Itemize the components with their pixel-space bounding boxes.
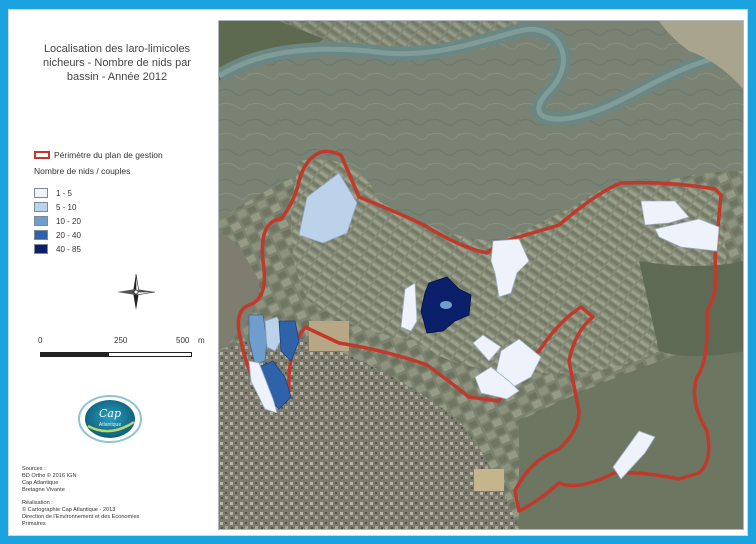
tidal-channel-centre (219, 27, 743, 122)
scale-label-250: 250 (114, 336, 128, 345)
basin-south-1 (472, 334, 502, 362)
credits-heading: Réalisation : (22, 500, 53, 506)
basin-central-north (490, 238, 530, 298)
cap-atlantique-logo: Cap Atlantique (78, 395, 142, 443)
basin-south-east (612, 430, 656, 480)
west-fields (219, 231, 259, 351)
basin-west-1 (248, 314, 268, 366)
nest-count-label: Nombre de nids / couples (34, 166, 131, 176)
legend-class-label-4: 20 - 40 (56, 230, 81, 240)
legend-panel: Localisation des laro-limicoles nicheurs… (18, 20, 214, 528)
basin-west-3 (278, 320, 300, 362)
legend-class-3: 10 - 20 (34, 214, 81, 228)
legend-class-label-2: 5 - 10 (56, 202, 77, 212)
aerial-map[interactable] (218, 20, 744, 530)
management-perimeter (236, 149, 723, 513)
coastal-strip (659, 21, 743, 89)
map-title-line-1: Localisation des laro-limicoles (43, 43, 191, 55)
basin-island (440, 301, 452, 309)
map-title: Localisation des laro-limicoles nicheurs… (24, 42, 210, 84)
map-title-line-3: bassin - Année 2012 (66, 71, 168, 83)
basin-strip (400, 282, 418, 332)
legend-class-label-5: 40 - 85 (56, 244, 81, 254)
basin-north-east-2 (654, 218, 720, 252)
scale-bar: 0 250 500 m (34, 336, 205, 366)
basin-south-3 (474, 366, 520, 400)
svg-text:Cap: Cap (99, 407, 121, 420)
legend-swatch-1 (34, 188, 48, 198)
legend-class-4: 20 - 40 (34, 228, 81, 242)
perimeter-swatch (34, 151, 50, 159)
town-area (219, 336, 519, 529)
legend-swatch-5 (34, 244, 48, 254)
scale-label-500: 500 (176, 336, 190, 345)
basin-west-5 (248, 360, 278, 414)
source-line-1: BD Ortho © 2016 IGN (22, 473, 77, 479)
sources-heading: Sources : (22, 466, 46, 472)
credit-line-2: Direction de l'Environnement et des Econ… (22, 514, 140, 520)
source-line-3: Bretagne Vivante (22, 487, 65, 493)
legend-class-1: 1 - 5 (34, 186, 81, 200)
north-arrow-icon (117, 273, 156, 310)
basin-north-east-1 (640, 200, 690, 226)
scale-label-0: 0 (38, 336, 43, 345)
map-title-line-2: nicheurs - Nombre de nids par (43, 57, 191, 69)
legend-class-2: 5 - 10 (34, 200, 81, 214)
sand-patch (474, 469, 504, 491)
map-canvas[interactable] (219, 21, 744, 530)
field-patch (309, 321, 349, 351)
perimeter-label: Périmètre du plan de gestion (54, 150, 163, 160)
legend-classes: 1 - 5 5 - 10 10 - 20 20 - 40 40 - 85 (34, 186, 81, 256)
svg-text:Atlantique: Atlantique (99, 422, 121, 428)
legend-class-label-3: 10 - 20 (56, 216, 81, 226)
legend-class-label-1: 1 - 5 (56, 188, 73, 198)
legend-class-5: 40 - 85 (34, 242, 81, 256)
credit-line-1: © Cartographie Cap Atlantique - 2013 (22, 507, 116, 513)
legend-swatch-4 (34, 230, 48, 240)
scale-unit: m (198, 336, 205, 345)
legend-swatch-3 (34, 216, 48, 226)
scale-segment-light (108, 352, 192, 357)
basin-north-west (298, 172, 358, 244)
legend-perimeter-row: Périmètre du plan de gestion (34, 150, 163, 160)
credit-line-3: Primaires (22, 521, 46, 527)
south-east-fields (519, 341, 743, 529)
source-line-2: Cap Atlantique (22, 480, 59, 486)
sources-block: Sources : BD Ortho © 2016 IGN Cap Atlant… (22, 466, 208, 528)
legend-swatch-2 (34, 202, 48, 212)
scale-segment-dark (40, 352, 108, 357)
